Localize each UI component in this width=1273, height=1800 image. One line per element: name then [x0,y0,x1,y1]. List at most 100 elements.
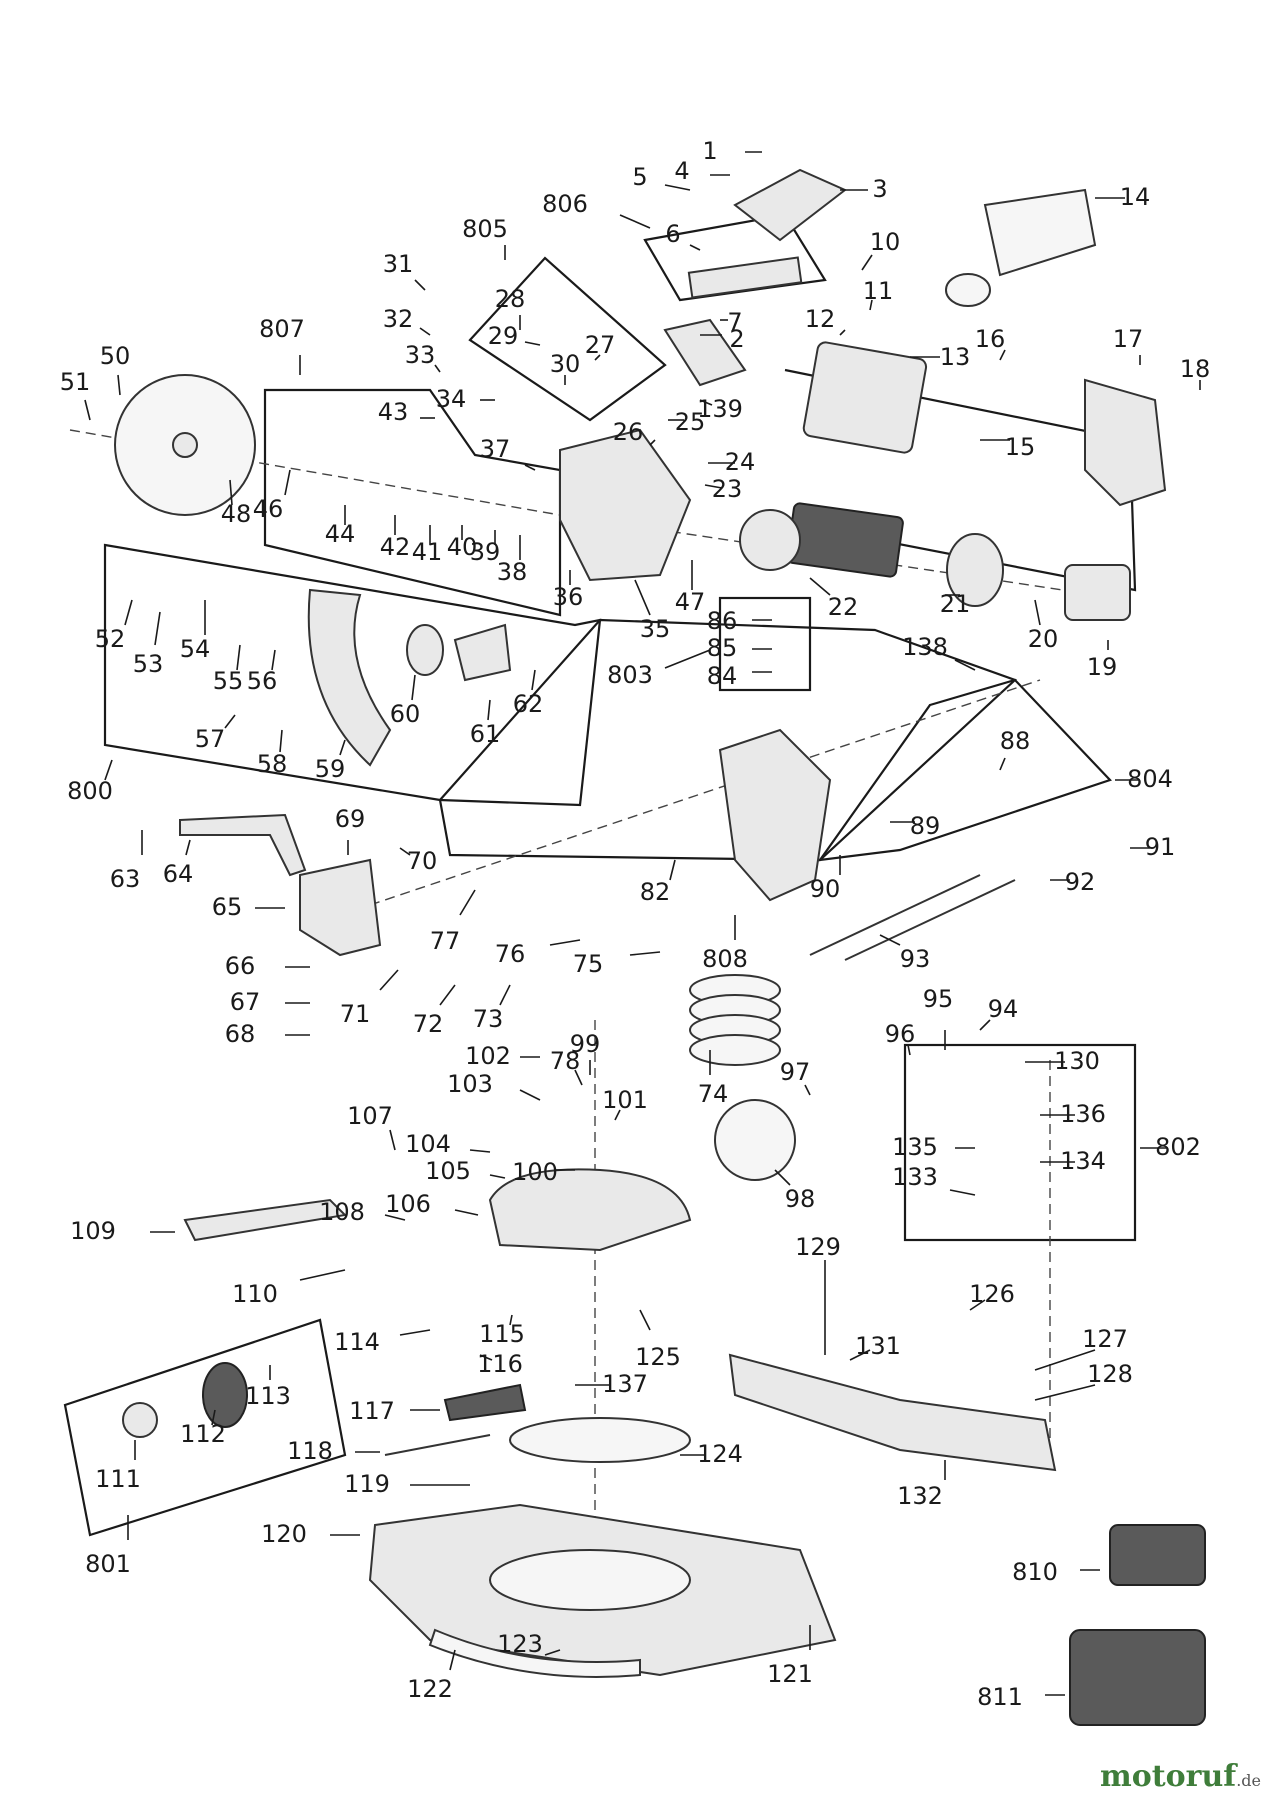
callout-leader-11 [869,299,873,311]
callout-805: 805 [462,215,508,260]
callout-21: 21 [940,590,971,618]
callout-134: 134 [1040,1147,1106,1175]
callout-label-121: 121 [767,1660,813,1688]
callout-77: 77 [430,889,476,955]
callout-label-23: 23 [712,475,743,503]
part-98-disc [714,1099,796,1181]
callout-102: 102 [465,1042,540,1070]
callout-20: 20 [1028,599,1059,653]
callout-71: 71 [340,969,399,1028]
callout-label-60: 60 [390,700,421,728]
part-811-charger [1069,1629,1206,1726]
part-14-spout [945,273,991,307]
callout-24: 24 [708,448,755,476]
callout-label-2: 2 [729,325,744,353]
callout-leader-112 [211,1409,216,1426]
callout-leader-10 [861,254,873,271]
callout-label-105: 105 [425,1157,471,1185]
callout-803: 803 [607,649,711,689]
callout-label-46: 46 [253,495,284,523]
callout-leader-27 [594,354,601,361]
callout-label-101: 101 [602,1086,648,1114]
callout-25: 25 [668,408,705,436]
callout-label-810: 810 [1012,1558,1058,1586]
callout-label-41: 41 [412,538,443,566]
callout-label-138: 138 [902,633,948,661]
callout-label-811: 811 [977,1683,1023,1711]
callout-label-122: 122 [407,1675,453,1703]
callout-label-14: 14 [1120,183,1151,211]
callout-label-807: 807 [259,315,305,343]
callout-76: 76 [495,939,581,968]
callout-leader-55 [236,644,241,671]
watermark-tld: .de [1236,1771,1261,1790]
callout-leader-96 [907,1044,911,1056]
part-808-arm [718,728,832,902]
callout-806: 806 [542,190,651,229]
frame-802 [903,1043,1137,1242]
frame-801 [63,1318,347,1537]
part-21-bearing [946,533,1004,607]
frame-803 [718,596,812,692]
part-93-rail-a [809,874,981,956]
callout-39: 39 [470,530,500,566]
callout-18: 18 [1180,355,1210,390]
callout-28: 28 [495,285,525,330]
callout-label-4: 4 [674,157,689,185]
callout-leader-12 [839,329,846,336]
callout-96: 96 [885,1020,916,1056]
callout-85: 85 [707,634,772,662]
part-109-plate [183,1198,348,1242]
callout-65: 65 [212,893,285,921]
callout-55: 55 [213,644,243,695]
callout-label-107: 107 [347,1102,393,1130]
callout-136: 136 [1040,1100,1106,1128]
callout-2: 2 [700,325,745,353]
callout-70: 70 [399,847,438,875]
callout-19: 19 [1087,640,1117,681]
callout-label-43: 43 [378,398,409,426]
callout-leader-20 [1034,599,1041,626]
callout-137: 137 [575,1370,648,1398]
callout-leader-32 [419,327,431,336]
callout-808: 808 [702,915,748,973]
callout-leader-131 [849,1349,871,1361]
callout-label-76: 76 [495,940,526,968]
callout-51: 51 [60,368,91,421]
callout-94: 94 [979,995,1018,1031]
callout-label-70: 70 [407,847,438,875]
callout-label-31: 31 [383,250,414,278]
callout-label-111: 111 [95,1465,141,1493]
callout-leader-107 [389,1129,396,1151]
callout-92: 92 [1050,868,1095,896]
callout-800: 800 [67,759,113,805]
callout-47: 47 [675,560,705,616]
callout-112: 112 [180,1409,226,1448]
callout-leader-57 [224,714,236,729]
part-132-fence [728,1353,1057,1472]
callout-label-44: 44 [325,520,356,548]
callout-leader-803 [664,649,711,669]
callout-label-20: 20 [1028,625,1059,653]
callout-3: 3 [840,175,888,203]
callout-label-90: 90 [810,875,841,903]
part-111-cap [122,1402,158,1438]
callout-label-803: 803 [607,661,653,689]
callout-133: 133 [892,1163,976,1196]
callout-107: 107 [347,1102,396,1151]
callout-leader-31 [414,279,426,291]
callout-110: 110 [232,1269,346,1308]
part-19-sleeve [1064,564,1131,621]
callout-label-96: 96 [885,1020,916,1048]
callout-leader-88 [999,757,1006,771]
callout-leader-50 [117,374,121,396]
callout-leader-70 [399,847,411,856]
callout-label-21: 21 [940,590,971,618]
callout-label-27: 27 [585,331,616,359]
callout-label-40: 40 [447,533,478,561]
part-93-rail-b [844,879,1016,961]
callout-label-11: 11 [863,277,894,305]
callout-37: 37 [480,435,536,471]
frame-805 [468,256,667,422]
callout-leader-23 [704,484,723,489]
